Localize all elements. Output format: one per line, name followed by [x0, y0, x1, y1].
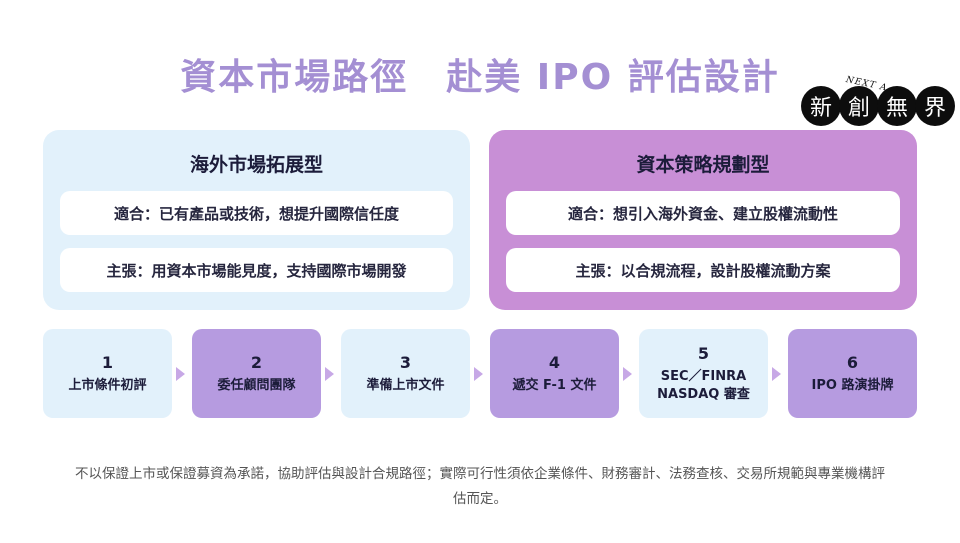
brand-char: 創	[839, 86, 879, 126]
step-number: 4	[548, 352, 561, 372]
panel-capital-strategy: 資本策略規劃型 適合：想引入海外資金、建立股權流動性 主張：以合規流程，設計股權…	[489, 130, 917, 310]
arrow-right-icon	[176, 367, 185, 381]
disclaimer-text: 不以保證上市或保證募資為承諾，協助評估與設計合規路徑；實際可行性須依企業條件、財…	[75, 466, 885, 507]
step-card: 4 遞交 F-1 文件	[490, 329, 619, 418]
step-number: 2	[250, 352, 263, 372]
step-label: SEC／FINRA NASDAQ 審查	[657, 368, 750, 402]
panel-fit-pill: 適合：想引入海外資金、建立股權流動性	[506, 191, 900, 235]
brand-char: 無	[877, 86, 917, 126]
arrow-right-icon	[474, 367, 483, 381]
brand-logo: NEXT A 新 創 無 界	[801, 75, 960, 135]
step-card: 1 上市條件初評	[43, 329, 172, 418]
panel-title: 海外市場拓展型	[189, 154, 323, 176]
step-card: 6 IPO 路演掛牌	[788, 329, 917, 418]
panel-overseas-expansion: 海外市場拓展型 適合：已有產品或技術，想提升國際信任度 主張：用資本市場能見度，…	[43, 130, 470, 310]
panel-claim-pill: 主張：以合規流程，設計股權流動方案	[506, 248, 900, 292]
step-card: 2 委任顧問團隊	[192, 329, 321, 418]
step-card: 3 準備上市文件	[341, 329, 470, 418]
arrow-right-icon	[623, 367, 632, 381]
panel-claim-pill: 主張：用資本市場能見度，支持國際市場開發	[60, 248, 453, 292]
brand-char: 界	[915, 86, 955, 126]
panel-title: 資本策略規劃型	[636, 154, 770, 176]
arrow-right-icon	[325, 367, 334, 381]
step-label: 委任顧問團隊	[217, 377, 296, 393]
step-card: 5 SEC／FINRA NASDAQ 審查	[639, 329, 768, 418]
panel-fit-pill: 適合：已有產品或技術，想提升國際信任度	[60, 191, 453, 235]
step-label: 上市條件初評	[68, 377, 147, 393]
step-number: 5	[697, 343, 710, 363]
step-label: 準備上市文件	[366, 377, 445, 393]
step-number: 3	[399, 352, 412, 372]
arrow-right-icon	[772, 367, 781, 381]
step-label: IPO 路演掛牌	[811, 377, 894, 393]
brand-char: 新	[801, 86, 841, 126]
step-number: 1	[101, 352, 114, 372]
step-label: 遞交 F-1 文件	[512, 377, 597, 393]
step-number: 6	[846, 352, 859, 372]
page-title: 資本市場路徑 赴美 IPO 評估設計	[180, 57, 780, 98]
